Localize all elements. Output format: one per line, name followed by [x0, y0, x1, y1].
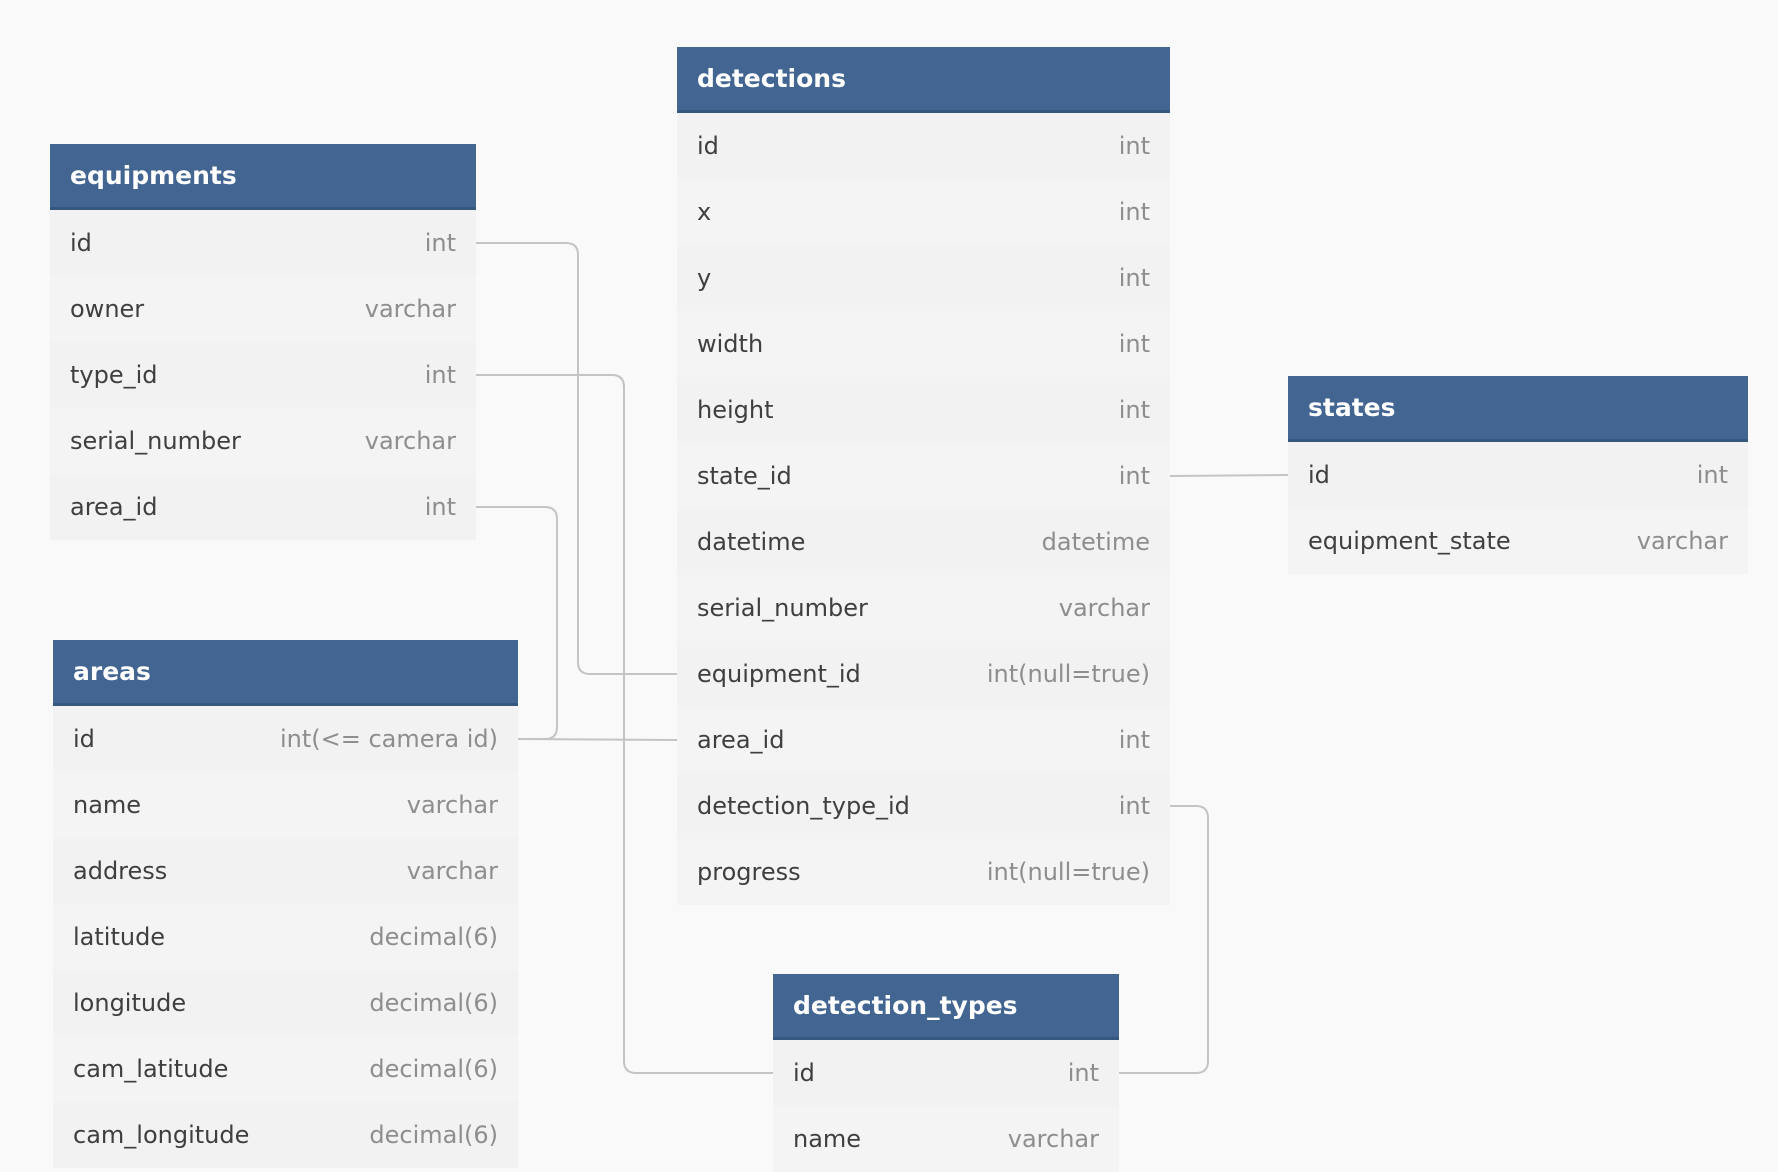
column-row[interactable]: id int(<= camera id) — [53, 706, 518, 772]
column-type: varchar — [1636, 527, 1728, 555]
column-name: height — [697, 396, 774, 424]
column-type: int — [1118, 462, 1150, 490]
column-name: progress — [697, 858, 801, 886]
column-type: int — [1696, 461, 1728, 489]
column-name: detection_type_id — [697, 792, 910, 820]
column-type: varchar — [364, 427, 456, 455]
table-header[interactable]: detections — [677, 47, 1170, 113]
column-row[interactable]: area_id int — [50, 474, 476, 540]
column-type: int(<= camera id) — [279, 725, 498, 753]
relationship-line[interactable] — [1169, 474, 1289, 477]
column-type: int(null=true) — [986, 660, 1150, 688]
column-type: varchar — [1007, 1125, 1099, 1153]
column-type: decimal(6) — [369, 923, 498, 951]
column-type: varchar — [1058, 594, 1150, 622]
column-row[interactable]: name varchar — [773, 1106, 1119, 1172]
column-row[interactable]: detection_type_id int — [677, 773, 1170, 839]
column-name: longitude — [73, 989, 187, 1017]
column-row[interactable]: latitude decimal(6) — [53, 904, 518, 970]
column-name: equipment_id — [697, 660, 861, 688]
column-name: latitude — [73, 923, 166, 951]
column-name: serial_number — [70, 427, 241, 455]
column-type: int — [1118, 264, 1150, 292]
column-row[interactable]: id int — [1288, 442, 1748, 508]
column-row[interactable]: width int — [677, 311, 1170, 377]
column-row[interactable]: serial_number varchar — [50, 408, 476, 474]
column-name: x — [697, 198, 712, 226]
column-type: int — [424, 361, 456, 389]
column-row[interactable]: name varchar — [53, 772, 518, 838]
table-header[interactable]: equipments — [50, 144, 476, 210]
column-type: varchar — [364, 295, 456, 323]
table-header[interactable]: areas — [53, 640, 518, 706]
column-name: cam_longitude — [73, 1121, 250, 1149]
column-type: int — [1118, 330, 1150, 358]
column-name: state_id — [697, 462, 792, 490]
column-type: int — [1118, 198, 1150, 226]
column-type: int — [1118, 792, 1150, 820]
table-detections[interactable]: detections id int x int y int width int height int… — [677, 47, 1170, 905]
column-name: name — [793, 1125, 862, 1153]
column-row[interactable]: longitude decimal(6) — [53, 970, 518, 1036]
column-row[interactable]: x int — [677, 179, 1170, 245]
column-name: datetime — [697, 528, 806, 556]
column-type: int — [1118, 726, 1150, 754]
column-type: decimal(6) — [369, 989, 498, 1017]
column-name: owner — [70, 295, 145, 323]
column-name: id — [697, 132, 719, 160]
column-row[interactable]: address varchar — [53, 838, 518, 904]
column-row[interactable]: equipment_id int(null=true) — [677, 641, 1170, 707]
column-name: id — [793, 1059, 815, 1087]
column-row[interactable]: type_id int — [50, 342, 476, 408]
column-type: decimal(6) — [369, 1121, 498, 1149]
relationship-line[interactable] — [476, 242, 677, 675]
column-row[interactable]: id int — [677, 113, 1170, 179]
column-name: id — [73, 725, 95, 753]
table-states[interactable]: states id int equipment_state varchar — [1288, 376, 1748, 574]
column-row[interactable]: id int — [50, 210, 476, 276]
column-type: int — [424, 493, 456, 521]
column-row[interactable]: y int — [677, 245, 1170, 311]
column-name: type_id — [70, 361, 158, 389]
column-row[interactable]: serial_number varchar — [677, 575, 1170, 641]
column-name: id — [1308, 461, 1330, 489]
column-name: address — [73, 857, 168, 885]
column-type: int — [1067, 1059, 1099, 1087]
column-name: serial_number — [697, 594, 868, 622]
column-name: name — [73, 791, 142, 819]
column-row[interactable]: height int — [677, 377, 1170, 443]
column-name: id — [70, 229, 92, 257]
column-type: int — [1118, 132, 1150, 160]
column-row[interactable]: equipment_state varchar — [1288, 508, 1748, 574]
column-type: int — [424, 229, 456, 257]
column-type: varchar — [406, 857, 498, 885]
column-name: width — [697, 330, 764, 358]
column-name: area_id — [70, 493, 158, 521]
column-type: varchar — [406, 791, 498, 819]
column-type: datetime — [1041, 528, 1150, 556]
column-type: decimal(6) — [369, 1055, 498, 1083]
column-type: int(null=true) — [986, 858, 1150, 886]
column-name: area_id — [697, 726, 785, 754]
column-row[interactable]: state_id int — [677, 443, 1170, 509]
column-name: equipment_state — [1308, 527, 1511, 555]
column-row[interactable]: owner varchar — [50, 276, 476, 342]
relationship-line[interactable] — [517, 738, 678, 741]
column-type: int — [1118, 396, 1150, 424]
table-header[interactable]: states — [1288, 376, 1748, 442]
column-row[interactable]: id int — [773, 1040, 1119, 1106]
column-row[interactable]: datetime datetime — [677, 509, 1170, 575]
table-header[interactable]: detection_types — [773, 974, 1119, 1040]
column-name: cam_latitude — [73, 1055, 229, 1083]
column-row[interactable]: cam_longitude decimal(6) — [53, 1102, 518, 1168]
column-name: y — [697, 264, 712, 292]
column-row[interactable]: area_id int — [677, 707, 1170, 773]
column-row[interactable]: cam_latitude decimal(6) — [53, 1036, 518, 1102]
column-row[interactable]: progress int(null=true) — [677, 839, 1170, 905]
